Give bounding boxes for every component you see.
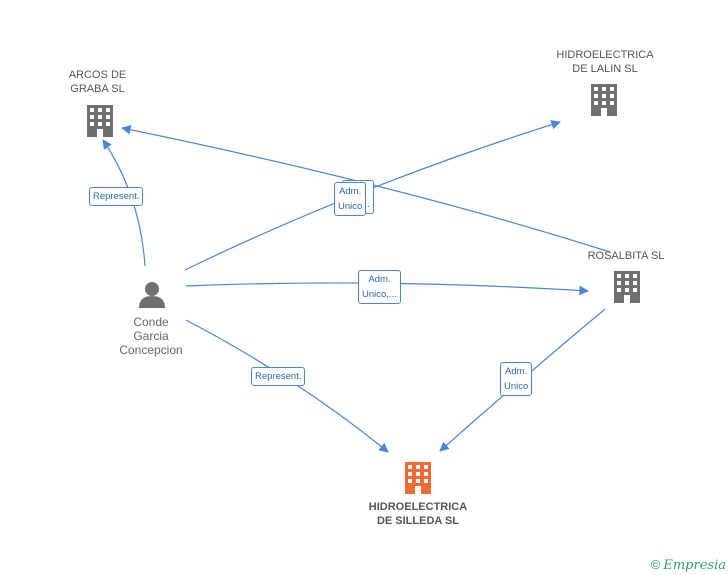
edge-label-line2: Unico,... [362, 289, 397, 300]
edge-label-text: Represent. [93, 191, 140, 202]
edge-label-represent-silleda[interactable]: Represent. [251, 367, 306, 386]
edge-label-line2: Unico [504, 381, 529, 392]
lalin-name-line2: DE LALIN SL [572, 63, 638, 75]
person-name-line1: Conde [133, 315, 169, 329]
arcos-name-line2: GRABA SL [70, 83, 125, 95]
silleda-name-line2: DE SILLEDA SL [376, 515, 460, 527]
building-icon-arcos[interactable] [87, 105, 113, 137]
edge-person-silleda [185, 319, 389, 453]
node-label-arcos[interactable]: ARCOS DE GRABA SL [60, 68, 135, 96]
node-label-silleda[interactable]: HIDROELECTRICA DE SILLEDA SL [358, 500, 478, 528]
lalin-name-line1: HIDROELECTRICA [556, 49, 654, 61]
edge-label-line1: Adm. [339, 186, 362, 197]
building-icon-rosalbita[interactable] [614, 271, 640, 303]
person-label[interactable]: Conde Garcia Concepcion [110, 315, 192, 357]
edge-label-line2: Unico [338, 201, 363, 212]
copyright-symbol: © [650, 557, 661, 572]
building-icon-silleda[interactable] [405, 462, 431, 494]
edge-label-line1: Adm. [368, 274, 391, 285]
edge-label-line1: Adm. [505, 366, 528, 377]
arcos-name-line1: ARCOS DE [68, 69, 127, 81]
edge-label-represent-arcos[interactable]: Represent. [89, 187, 144, 206]
rosalbita-name-line1: ROSALBITA SL [587, 250, 665, 262]
edge-label-text: Represent. [255, 371, 302, 382]
edge-label-adm-unico-a[interactable]: Adm. Unico [334, 182, 367, 216]
node-label-lalin[interactable]: HIDROELECTRICA DE LALIN SL [550, 48, 660, 76]
building-icon-lalin[interactable] [591, 84, 617, 116]
edge-label-adm-unico-rosalbita[interactable]: Adm. Unico [500, 362, 533, 396]
brand-logo-text: Empresia [663, 558, 726, 573]
silleda-name-line1: HIDROELECTRICA [368, 501, 468, 513]
footer-brand: ©Empresia [651, 557, 726, 573]
person-name-line3: Concepcion [119, 343, 183, 357]
person-name-line2: Garcia [133, 329, 169, 343]
person-icon[interactable] [139, 282, 165, 308]
node-label-rosalbita[interactable]: ROSALBITA SL [576, 249, 676, 263]
edge-label-adm-unico-b[interactable]: Adm. Unico,... [358, 270, 401, 304]
edge-rosalbita-arcos [121, 125, 611, 253]
